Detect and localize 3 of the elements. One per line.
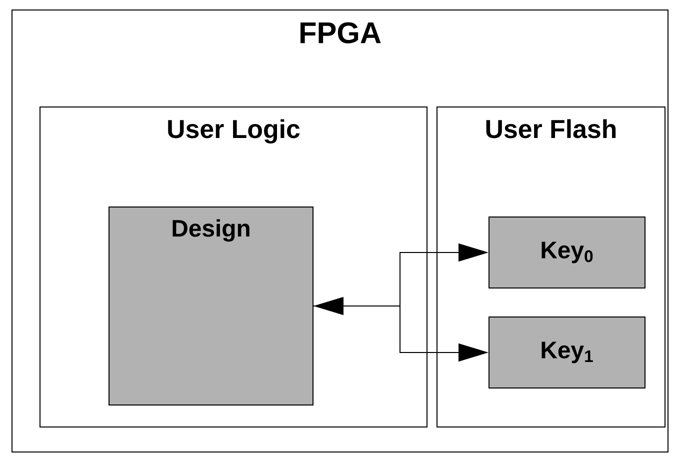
design-box: Design [108,206,314,406]
key-box: Key$_{0}$ [488,216,646,288]
key-box: Key$_{1}$ [488,316,646,388]
